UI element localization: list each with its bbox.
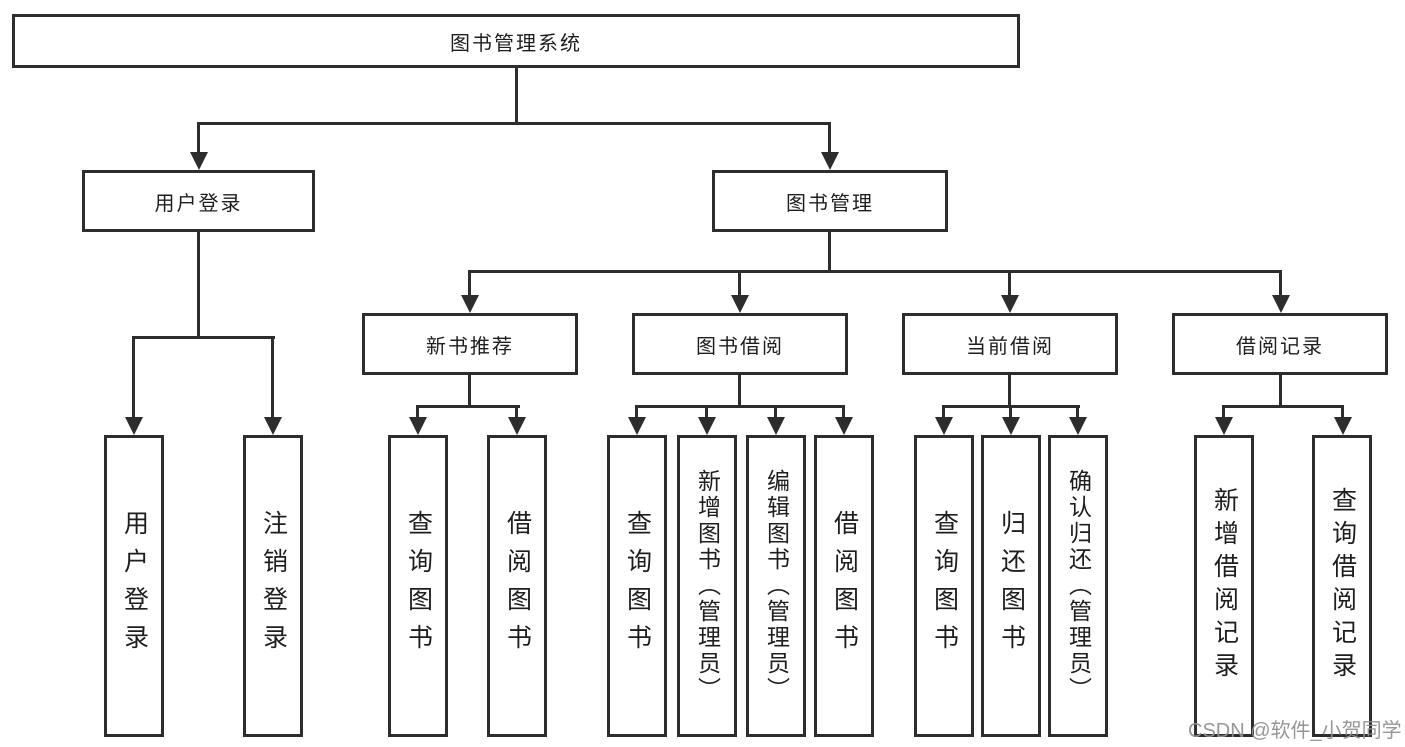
leaf-add-borrow-record-label: 新增借阅记录	[1210, 487, 1239, 685]
node-user-login: 用户登录	[82, 170, 315, 232]
leaf-edit-books-admin-label: 编辑图书（管理员）	[763, 469, 790, 703]
connector-book-management-stem	[828, 232, 831, 270]
connector-drop-leaf	[1009, 405, 1012, 419]
connector-drop-leaf	[1341, 405, 1344, 419]
node-borrow-records: 借阅记录	[1172, 313, 1388, 375]
connector-drop-leaf	[1222, 405, 1225, 419]
leaf-add-books-admin: 新增图书（管理员）	[677, 435, 737, 737]
connector-drop-book-borrow	[738, 270, 741, 296]
connector-book-management-bus	[468, 270, 1282, 273]
node-user-login-label: 用户登录	[154, 192, 243, 215]
arrow-down-icon	[264, 417, 282, 435]
node-book-management: 图书管理	[712, 170, 948, 232]
arrow-down-icon	[835, 417, 853, 435]
leaf-query-books-borrow: 查询图书	[607, 435, 667, 737]
connector-drop-leaf	[416, 405, 419, 419]
leaf-query-books-recommend: 查询图书	[388, 435, 448, 737]
leaf-edit-books-admin: 编辑图书（管理员）	[746, 435, 806, 737]
connector-drop-leaf	[842, 405, 845, 419]
arrow-down-icon	[1002, 417, 1020, 435]
arrow-down-icon	[698, 417, 716, 435]
arrow-down-icon	[125, 417, 143, 435]
arrow-down-icon	[1001, 295, 1019, 313]
connector-drop-leaf	[132, 336, 135, 419]
node-root-label: 图书管理系统	[450, 32, 582, 55]
connector-drop-current-borrow	[1008, 270, 1011, 296]
node-book-borrow-label: 图书借阅	[696, 335, 784, 358]
arrow-down-icon	[409, 417, 427, 435]
leaf-query-books-recommend-label: 查询图书	[404, 510, 433, 662]
arrow-down-icon	[628, 417, 646, 435]
arrow-down-icon	[461, 295, 479, 313]
connector-book-borrow-stem	[738, 375, 741, 405]
node-book-management-label: 图书管理	[786, 192, 874, 215]
connector-current-borrow-stem	[1008, 375, 1011, 405]
arrow-down-icon	[1334, 417, 1352, 435]
connector-drop-leaf	[705, 405, 708, 419]
leaf-user-login-label: 用户登录	[120, 510, 149, 662]
connector-drop-new-book	[468, 270, 471, 296]
leaf-borrow-books-label: 借阅图书	[830, 510, 859, 662]
connector-drop-borrow-records	[1279, 270, 1282, 296]
arrow-down-icon	[190, 152, 208, 170]
connector-root-bus	[197, 122, 831, 125]
leaf-confirm-return-admin: 确认归还（管理员）	[1048, 435, 1108, 737]
leaf-query-books-borrow-label: 查询图书	[623, 510, 652, 662]
leaf-return-books-label: 归还图书	[997, 510, 1026, 662]
arrow-down-icon	[731, 295, 749, 313]
connector-drop-leaf	[635, 405, 638, 419]
leaf-query-books-current: 查询图书	[914, 435, 974, 737]
connector-drop-user-login	[197, 122, 200, 154]
leaf-query-borrow-record: 查询借阅记录	[1312, 435, 1372, 737]
connector-drop-leaf	[942, 405, 945, 419]
connector-drop-book-management	[828, 122, 831, 154]
connector-book-borrow-bus	[635, 405, 845, 408]
arrow-down-icon	[1272, 295, 1290, 313]
leaf-borrow-books-recommend-label: 借阅图书	[503, 510, 532, 662]
leaf-borrow-books: 借阅图书	[814, 435, 874, 737]
connector-drop-leaf	[515, 405, 518, 419]
leaf-borrow-books-recommend: 借阅图书	[487, 435, 547, 737]
leaf-query-borrow-record-label: 查询借阅记录	[1328, 487, 1357, 685]
leaf-return-books: 归还图书	[981, 435, 1041, 737]
leaf-logout: 注销登录	[243, 435, 303, 737]
leaf-add-borrow-record: 新增借阅记录	[1194, 435, 1254, 737]
leaf-confirm-return-admin-label: 确认归还（管理员）	[1065, 469, 1092, 703]
node-new-book-recommend: 新书推荐	[362, 313, 578, 375]
node-root: 图书管理系统	[12, 14, 1020, 68]
arrow-down-icon	[508, 417, 526, 435]
node-current-borrow: 当前借阅	[902, 313, 1118, 375]
arrow-down-icon	[1069, 417, 1087, 435]
arrow-down-icon	[1215, 417, 1233, 435]
leaf-query-books-current-label: 查询图书	[930, 510, 959, 662]
csdn-watermark: CSDN @软件_小贺同学	[1188, 720, 1402, 742]
leaf-user-login: 用户登录	[104, 435, 164, 737]
leaf-logout-label: 注销登录	[259, 510, 288, 662]
arrow-down-icon	[767, 417, 785, 435]
node-book-borrow: 图书借阅	[632, 313, 848, 375]
connector-borrow-records-bus	[1222, 405, 1344, 408]
node-new-book-recommend-label: 新书推荐	[426, 335, 514, 358]
connector-borrow-records-stem	[1279, 375, 1282, 405]
connector-user-login-stem	[197, 232, 200, 336]
node-current-borrow-label: 当前借阅	[966, 335, 1054, 358]
connector-root-stem	[515, 68, 518, 122]
connector-new-book-bus	[416, 405, 520, 408]
leaf-add-books-admin-label: 新增图书（管理员）	[694, 469, 721, 703]
arrow-down-icon	[821, 152, 839, 170]
node-borrow-records-label: 借阅记录	[1236, 335, 1324, 358]
connector-user-login-bus	[132, 336, 275, 339]
connector-new-book-stem	[468, 375, 471, 405]
connector-drop-leaf	[1076, 405, 1079, 419]
connector-drop-leaf	[271, 336, 274, 419]
arrow-down-icon	[935, 417, 953, 435]
connector-drop-leaf	[774, 405, 777, 419]
